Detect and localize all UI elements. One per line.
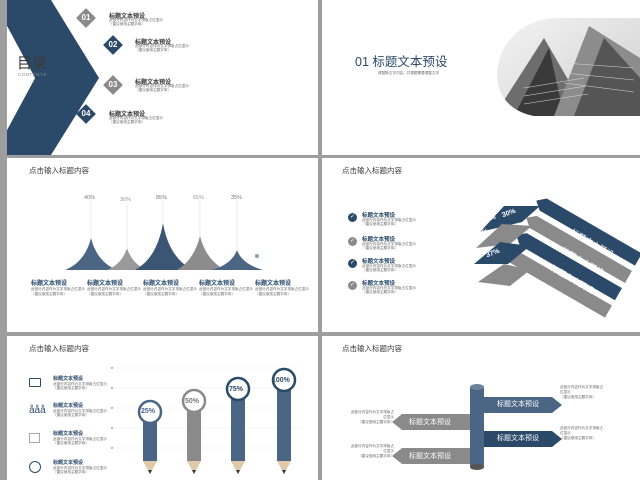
item-desc: 此部分内容作为文字排版占位显示	[109, 18, 163, 22]
ribbon-desc: 此部分内容作为文字排版占 位显示 （建议使用主题字体）	[560, 426, 604, 440]
peak-label: 标题文本预设 此部分内容作为文字排版占位显示 （建议使用主题字体）	[199, 281, 253, 296]
peak-label: 标题文本预设 此部分内容作为文字排版占位显示 （建议使用主题字体）	[255, 281, 309, 296]
item-desc: （建议使用主题字体）	[109, 120, 145, 124]
check-icon: ✓	[348, 237, 357, 246]
item-desc: （建议使用主题字体）	[135, 48, 171, 52]
contents-title: 目录	[17, 55, 48, 72]
ribbon-label: 标题文本预设	[409, 419, 451, 426]
peak-value: 85%	[156, 195, 168, 201]
people-icon: ååå	[29, 405, 46, 416]
peak-label: 标题文本预设 此部分内容作为文字排版占位显示 （建议使用主题字体）	[143, 281, 197, 296]
peak-value: 65%	[193, 195, 205, 201]
image-icon	[29, 433, 40, 443]
pencil-value: 100%	[272, 377, 290, 384]
slide-pencils[interactable]: 点击输入标题内容 标题文本预设 此部分内容作为文字排版占位显示 （建议使用主题字…	[7, 336, 318, 480]
pencil-chart	[110, 366, 302, 474]
item-desc: 此部分内容作为文字排版占位显示	[135, 44, 189, 48]
slide-heading: 点击输入标题内容	[342, 166, 402, 175]
peak-value: 35%	[231, 195, 243, 201]
pencil-value: 50%	[185, 398, 200, 405]
slide-peaks[interactable]: 点击输入标题内容 40% 30% 85% 65% 35% 标题文本预设 此部分内…	[7, 158, 318, 332]
slide-heading: 点击输入标题内容	[29, 166, 89, 175]
slide-heading: 点击输入标题内容	[342, 344, 402, 353]
item-title: 标题文本预设	[135, 40, 172, 46]
slide-heading: 点击输入标题内容	[29, 344, 89, 353]
slide-ribbon[interactable]: 点击输入标题内容 标题文本预设 标题文本预设 标题文本预设 标题文本预设 此部分…	[322, 336, 640, 480]
check-icon: ✓	[348, 259, 357, 268]
globe-icon	[29, 461, 41, 473]
peak-value: 40%	[84, 195, 96, 201]
pencil-value: 25%	[141, 408, 156, 415]
pencil-value: 75%	[229, 386, 244, 393]
item-desc: 此部分内容作为文字排版占位显示	[135, 84, 189, 88]
ribbon-label: 标题文本预设	[497, 435, 539, 442]
item-number: 02	[108, 40, 118, 49]
slide-contents[interactable]: 目录 CONTENTS 01 标题文本预设 此部分内容作为文字排版占位显示 （建…	[7, 0, 318, 155]
ribbon-desc: 此部分内容作为文字排版占 位显示 （建议使用主题字体）	[350, 444, 394, 458]
peaks-chart	[65, 200, 263, 270]
check-icon: ✓	[348, 281, 357, 290]
item-number: 01	[81, 13, 91, 22]
chevron-shape	[7, 0, 99, 155]
peak-label: 标题文本预设 此部分内容作为文字排版占位显示 （建议使用主题字体）	[31, 281, 85, 296]
item-desc: （建议使用主题字体）	[109, 22, 145, 26]
peak-value: 30%	[120, 197, 132, 203]
item-title: 标题文本预设	[109, 112, 146, 118]
check-icon: ✓	[348, 213, 357, 222]
section-desc: 请替换文字内容，并根据需要调整文字	[378, 71, 440, 75]
ribbon-label: 标题文本预设	[497, 401, 539, 408]
building-image	[497, 18, 640, 116]
peak-label: 标题文本预设 此部分内容作为文字排版占位显示 （建议使用主题字体）	[87, 281, 141, 296]
item-title: 标题文本预设	[135, 80, 172, 86]
slide-arrows[interactable]: 点击输入标题内容 ✓ 标题文本预设 此部分内容作为文字排版占位显示 （建议使用主…	[322, 158, 640, 332]
ribbon-graphic	[392, 384, 562, 470]
item-number: 03	[108, 80, 118, 89]
item-desc: 此部分内容作为文字排版占位显示	[109, 116, 163, 120]
slide-section-title[interactable]: 01 标题文本预设 请替换文字内容，并根据需要调整文字	[322, 0, 640, 155]
item-number: 04	[81, 109, 91, 118]
contents-subtitle: CONTENTS	[18, 72, 47, 77]
arrows-graphic	[474, 198, 640, 318]
item-desc: （建议使用主题字体）	[135, 88, 171, 92]
ribbon-label: 标题文本预设	[409, 453, 451, 460]
ribbon-desc: 此部分内容作为文字排版占 位显示 （建议使用主题字体）	[560, 385, 604, 399]
section-title: 01 标题文本预设	[355, 55, 448, 69]
wallet-icon	[29, 378, 41, 387]
ribbon-desc: 此部分内容作为文字排版占 位显示 （建议使用主题字体）	[350, 410, 394, 424]
item-title: 标题文本预设	[109, 14, 146, 20]
